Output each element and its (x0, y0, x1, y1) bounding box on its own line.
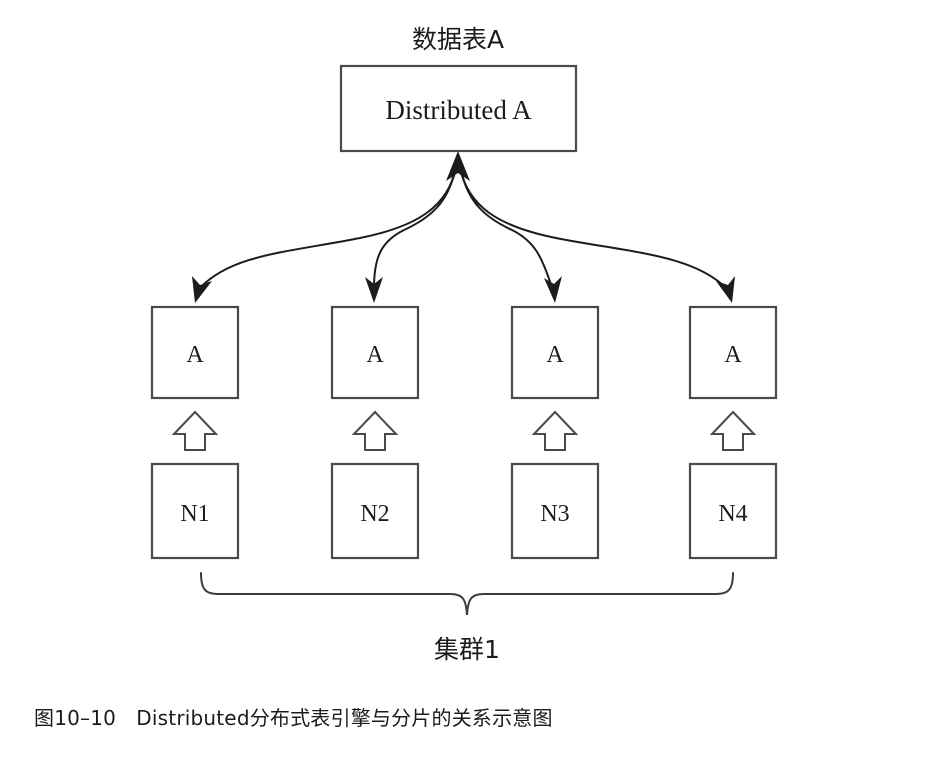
node-box-1[interactable]: N1 (150, 462, 240, 560)
shard-box-2[interactable]: A (330, 305, 420, 400)
node-label-4: N4 (718, 501, 747, 527)
node-box-4[interactable]: N4 (688, 462, 778, 560)
node-rect-1 (150, 462, 240, 560)
shard-rect-3 (510, 305, 600, 400)
shard-box-1[interactable]: A (150, 305, 240, 400)
connector-curve-shard-2 (373, 169, 456, 289)
node-rect-3 (510, 462, 600, 560)
distributed-table-box[interactable]: Distributed A (339, 64, 578, 153)
arrowhead-shard-3-icon (544, 276, 562, 303)
shard-label-3: A (546, 342, 564, 368)
connector-curve-shard-3 (460, 169, 553, 289)
block-arrow-up-icon-4 (709, 410, 757, 451)
node-rect-4 (688, 462, 778, 560)
shard-label-1: A (186, 342, 204, 368)
shard-rect-4 (688, 305, 778, 400)
node-label-1: N1 (180, 501, 209, 527)
shard-box-3[interactable]: A (510, 305, 600, 400)
arrowhead-shard-2-icon (365, 277, 383, 303)
arrowhead-shard-1-icon (192, 276, 212, 303)
data-table-label: 数据表A (412, 25, 504, 54)
connector-curve-shard-4 (459, 167, 727, 289)
distributed-table-rect (339, 64, 578, 153)
distributed-table-label: Distributed A (385, 95, 532, 125)
node-label-2: N2 (360, 501, 389, 527)
connector-curve-shard-1 (199, 167, 457, 289)
shard-rect-2 (330, 305, 420, 400)
cluster-label: 集群1 (434, 635, 500, 664)
node-box-3[interactable]: N3 (510, 462, 600, 560)
block-arrow-up-icon-2 (351, 410, 399, 451)
block-arrow-up-icon-3 (531, 410, 579, 451)
block-arrow-up-icon-1 (171, 410, 219, 451)
arrowhead-shard-4-icon (716, 276, 735, 303)
figure-caption: 图10–10 Distributed分布式表引擎与分片的关系示意图 (34, 706, 553, 730)
node-label-3: N3 (540, 501, 569, 527)
node-rect-2 (330, 462, 420, 560)
shard-label-2: A (366, 342, 384, 368)
node-box-2[interactable]: N2 (330, 462, 420, 560)
shard-box-4[interactable]: A (688, 305, 778, 400)
shard-rect-1 (150, 305, 240, 400)
shard-label-4: A (724, 342, 742, 368)
converge-arrowhead-icon (446, 151, 470, 181)
cluster-brace (200, 572, 734, 616)
